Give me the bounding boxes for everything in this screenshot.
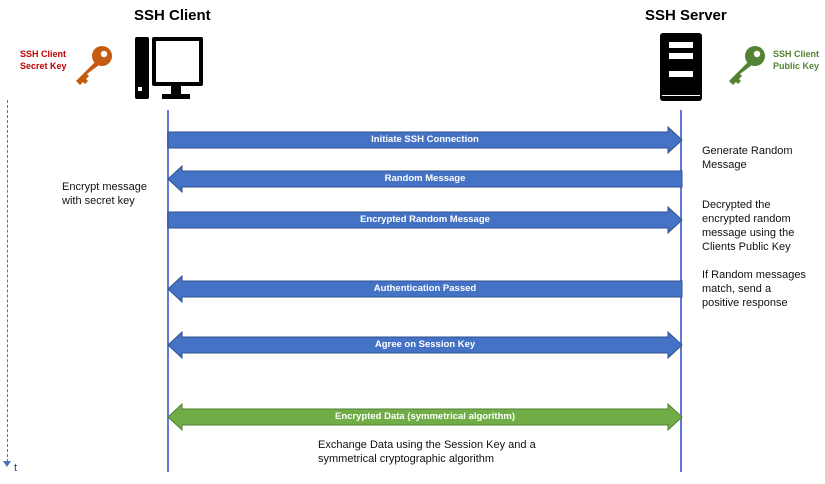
arrow-path	[167, 205, 683, 235]
note-match-response: If Random messages match, send a positiv…	[702, 268, 806, 310]
note-line: Exchange Data using the Session Key and …	[318, 439, 536, 451]
message-label: Agree on Session Key	[374, 339, 476, 350]
message-arrow-initiate-connection: Initiate SSH Connection	[167, 125, 683, 155]
arrow-shape	[167, 402, 683, 432]
message-label: Random Message	[384, 173, 466, 184]
arrow-shape	[167, 164, 683, 194]
note-line: symmetrical cryptographic algorithm	[318, 453, 495, 465]
arrow-shape	[167, 125, 683, 155]
note-line: Decrypted the	[702, 199, 771, 211]
secret-key-icon	[72, 44, 114, 86]
client-lifeline	[167, 110, 169, 472]
message-label: Encrypted Random Message	[360, 214, 490, 225]
arrow-shape	[167, 205, 683, 235]
note-line: match, send a	[702, 283, 772, 295]
client-title: SSH Client	[134, 7, 211, 24]
message-arrow-encrypted-data: Encrypted Data (symmetrical algorithm)	[167, 402, 683, 432]
arrow-path	[167, 402, 683, 432]
time-axis	[7, 100, 8, 462]
arrow-path	[167, 330, 683, 360]
note-line: Encrypt message	[62, 181, 147, 193]
server-title: SSH Server	[645, 7, 727, 24]
note-line: Clients Public Key	[702, 241, 791, 253]
message-label: Authentication Passed	[373, 283, 477, 294]
note-line: encrypted random	[702, 213, 791, 225]
message-label: Initiate SSH Connection	[371, 134, 479, 145]
computer-icon	[135, 37, 203, 103]
time-axis-label: t	[14, 462, 18, 474]
message-arrow-encrypted-random-message: Encrypted Random Message	[167, 205, 683, 235]
client-secret-key-label-line2: Secret Key	[20, 61, 67, 71]
message-arrow-random-message: Random Message	[167, 164, 683, 194]
server-public-key-label-line1: SSH Client	[773, 49, 820, 59]
message-label: Encrypted Data (symmetrical algorithm)	[334, 411, 516, 422]
server-icon	[660, 33, 702, 101]
arrow-path	[167, 164, 683, 194]
client-secret-key-label: SSH Client Secret Key	[20, 48, 67, 72]
note-line: positive response	[702, 297, 788, 309]
note-line: message using the	[702, 227, 795, 239]
arrow-path	[167, 274, 683, 304]
note-exchange-data: Exchange Data using the Session Key and …	[318, 438, 536, 466]
client-secret-key-label-line1: SSH Client	[20, 49, 67, 59]
arrow-shape	[167, 274, 683, 304]
message-arrow-authentication-passed: Authentication Passed	[167, 274, 683, 304]
note-line: If Random messages	[702, 269, 806, 281]
note-encrypt-message: Encrypt message with secret key	[62, 180, 147, 208]
public-key-icon	[725, 44, 767, 86]
note-line: Message	[702, 159, 747, 171]
server-public-key-label: SSH Client Public Key	[773, 48, 819, 72]
note-line: Generate Random	[702, 145, 793, 157]
note-generate-random: Generate Random Message	[702, 144, 793, 172]
time-axis-arrowhead	[3, 461, 11, 467]
arrow-shape	[167, 330, 683, 360]
note-line: with secret key	[62, 195, 135, 207]
arrow-path	[167, 125, 683, 155]
note-decrypt-message: Decrypted the encrypted random message u…	[702, 198, 794, 254]
message-arrow-agree-session-key: Agree on Session Key	[167, 330, 683, 360]
server-public-key-label-line2: Public Key	[773, 61, 820, 71]
